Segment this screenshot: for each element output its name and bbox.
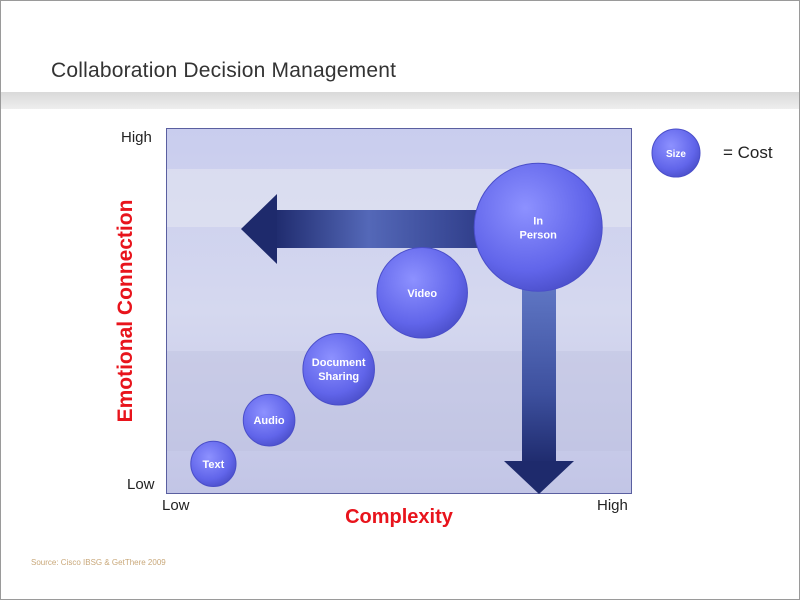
x-tick-low: Low — [162, 497, 190, 514]
arrow-left — [241, 194, 485, 264]
bubble-circle — [242, 393, 296, 447]
x-tick-high: High — [597, 497, 628, 514]
bubble-circle — [302, 332, 375, 406]
legend-size-bubble: Size — [651, 128, 701, 178]
bubble-label: Text — [202, 459, 224, 471]
legend-meaning: = Cost — [723, 143, 773, 162]
bubble-label: Audio — [253, 415, 284, 427]
arrow-down — [504, 287, 574, 494]
y-tick-high: High — [121, 129, 152, 146]
bubble-circle — [473, 162, 603, 292]
legend-bubble-text: Size — [666, 149, 686, 160]
title-divider-bar — [1, 92, 799, 109]
bubble-circle — [376, 247, 468, 339]
bubble-video: Video — [376, 247, 468, 339]
source-note: Source: Cisco IBSG & GetThere 2009 — [31, 558, 166, 567]
bubble-audio: Audio — [242, 393, 296, 447]
bubble-text: Text — [190, 440, 237, 488]
slide-title: Collaboration Decision Management — [51, 59, 397, 82]
bubble-circle — [190, 440, 237, 488]
y-axis-label: Emotional Connection — [114, 199, 137, 423]
bubble-label: Video — [407, 288, 437, 300]
x-axis-label: Complexity — [345, 506, 453, 528]
y-tick-low: Low — [127, 476, 155, 493]
plot-band-dark — [167, 351, 631, 451]
plot-area — [166, 128, 632, 494]
